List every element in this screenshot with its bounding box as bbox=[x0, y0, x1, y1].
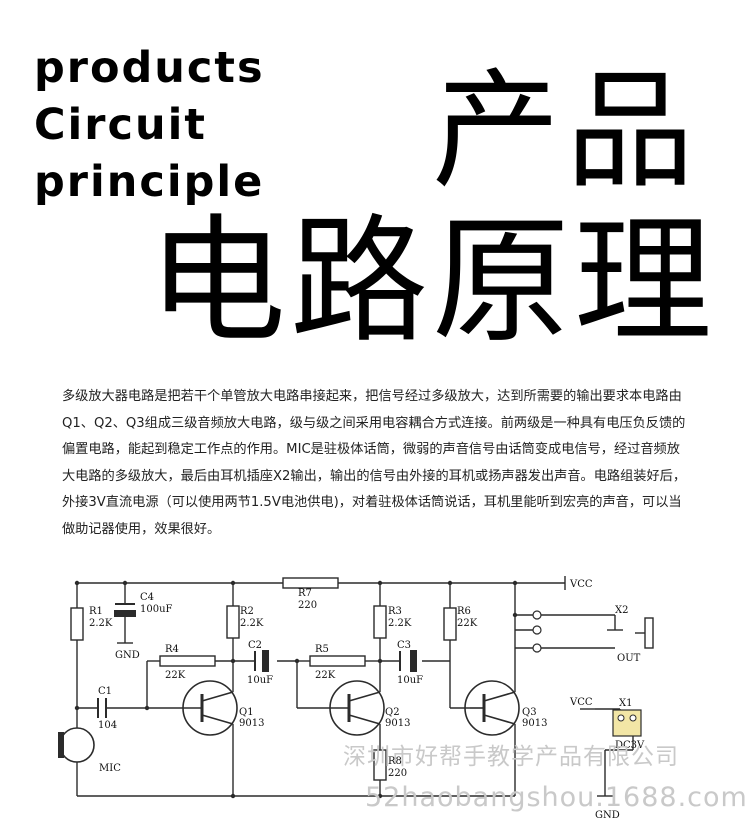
x1-connector bbox=[612, 709, 642, 737]
chinese-title-line-2: 电路原理 bbox=[148, 201, 717, 362]
r6-name: R6 bbox=[457, 606, 471, 617]
c3-value: 10uF bbox=[397, 675, 423, 686]
r8-value: 220 bbox=[388, 768, 407, 779]
english-title: products Circuit principle bbox=[34, 40, 265, 211]
title-line-2: Circuit bbox=[34, 100, 207, 150]
resistors bbox=[70, 577, 457, 781]
r5-value: 22K bbox=[315, 670, 336, 681]
title-line-1: products bbox=[34, 43, 265, 93]
r5-name: R5 bbox=[315, 644, 329, 655]
vcc-label-x1: VCC bbox=[569, 697, 593, 708]
title-line-3: principle bbox=[34, 157, 265, 207]
r3-value: 2.2K bbox=[388, 618, 412, 629]
r1-value: 2.2K bbox=[89, 618, 113, 629]
r4-name: R4 bbox=[165, 644, 179, 655]
c4-value: 100uF bbox=[140, 604, 173, 615]
c4-name: C4 bbox=[140, 592, 154, 603]
c1-value: 104 bbox=[98, 720, 117, 731]
transistors bbox=[182, 680, 520, 736]
circuit-wires bbox=[76, 576, 654, 797]
gnd-label-left: GND bbox=[115, 650, 140, 661]
microphone-symbol bbox=[58, 727, 95, 763]
q3-name: Q3 bbox=[522, 707, 537, 718]
r7-name: R7 bbox=[298, 588, 312, 599]
q3-value: 9013 bbox=[522, 718, 547, 729]
x1-label: X1 bbox=[619, 698, 632, 709]
r2-value: 2.2K bbox=[240, 618, 264, 629]
circuit-schematic: R1 2.2K C4 100uF GND R2 2.2K R4 22K C1 1… bbox=[58, 576, 654, 821]
circuit-description: 多级放大器电路是把若干个单管放大电路串接起来，把信号经过多级放大，达到所需要的输… bbox=[62, 389, 687, 537]
c1-name: C1 bbox=[98, 686, 112, 697]
c3-name: C3 bbox=[397, 640, 411, 651]
connector-pins bbox=[532, 610, 542, 653]
x1-voltage-label: DC3V bbox=[615, 740, 645, 751]
c2-value: 10uF bbox=[247, 675, 273, 686]
r6-value: 22K bbox=[457, 618, 478, 629]
component-labels: R1 2.2K C4 100uF GND R2 2.2K R4 22K C1 1… bbox=[89, 579, 645, 821]
junction-dots bbox=[74, 580, 518, 799]
gnd-label-right: GND bbox=[595, 810, 620, 821]
vcc-label-top: VCC bbox=[569, 579, 593, 590]
watermark-company: 深圳市好帮手教学产品有限公司 bbox=[343, 744, 679, 770]
q2-name: Q2 bbox=[385, 707, 400, 718]
r7-value: 220 bbox=[298, 600, 317, 611]
q2-value: 9013 bbox=[385, 718, 410, 729]
q1-name: Q1 bbox=[239, 707, 254, 718]
watermark-url: 52haobangshou.1688.com bbox=[365, 782, 748, 813]
mic-label: MIC bbox=[99, 763, 121, 774]
r1-name: R1 bbox=[89, 606, 103, 617]
c2-name: C2 bbox=[248, 640, 262, 651]
capacitors bbox=[97, 603, 417, 718]
r2-name: R2 bbox=[240, 606, 254, 617]
r3-name: R3 bbox=[388, 606, 402, 617]
r4-value: 22K bbox=[165, 670, 186, 681]
chinese-title-line-1: 产品 bbox=[432, 57, 701, 206]
q1-value: 9013 bbox=[239, 718, 264, 729]
x2-label: X2 bbox=[615, 605, 628, 616]
r8-name: R8 bbox=[388, 756, 402, 767]
out-label: OUT bbox=[617, 653, 641, 664]
